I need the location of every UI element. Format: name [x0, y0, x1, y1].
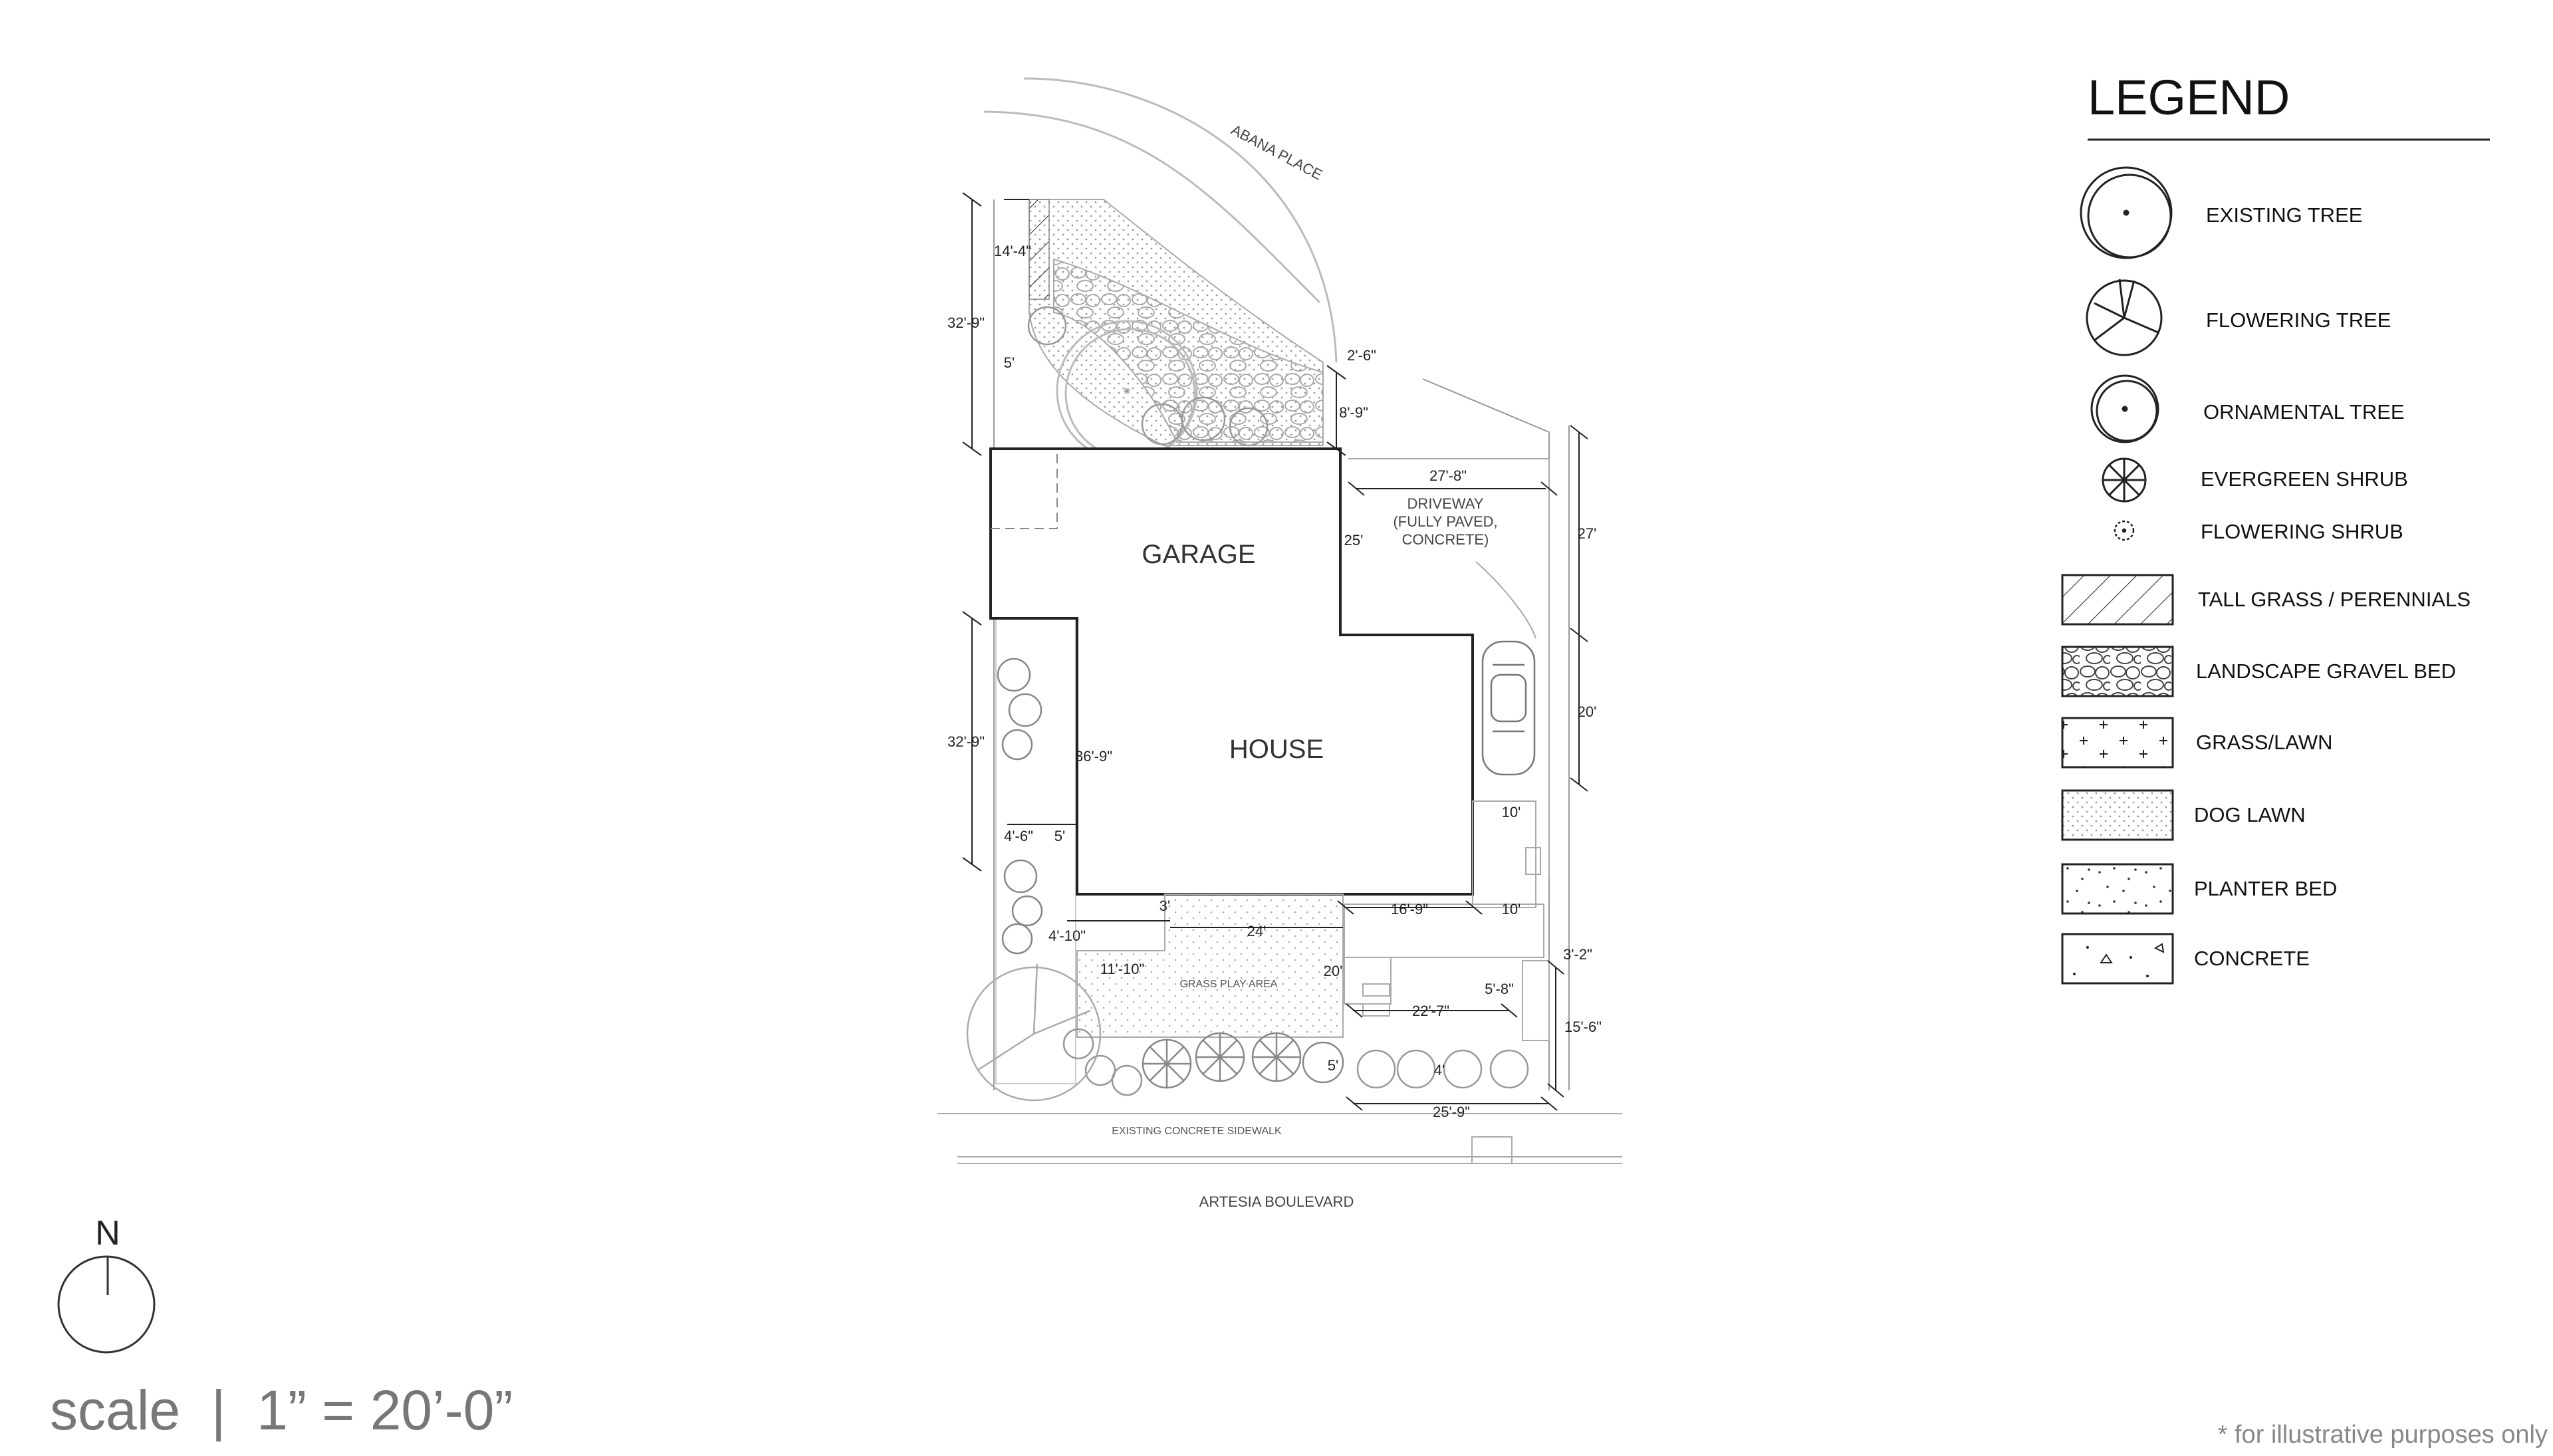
south-shrubs-evergreen	[1142, 1032, 1344, 1089]
flowering-shrub-icon	[2114, 520, 2135, 541]
garage-label: GARAGE	[1142, 540, 1255, 569]
legend-item-planter-bed: PLANTER BED	[2194, 877, 2337, 900]
dim-8-9: 8'-9"	[1339, 404, 1368, 421]
dim-15-6: 15'-6"	[1564, 1019, 1602, 1035]
dim-22-7: 22'-7"	[1412, 1003, 1449, 1019]
dim-20-right: 20'	[1578, 703, 1597, 720]
legend-item-gravel-bed: LANDSCAPE GRAVEL BED	[2196, 660, 2456, 683]
dim-3-small: 3'	[1159, 898, 1170, 914]
dim-25: 25'	[1344, 532, 1364, 548]
dim-4-10: 4'-10"	[1048, 927, 1086, 944]
dim-27-8: 27'-8"	[1429, 467, 1467, 484]
legend-item-flowering-shrub: FLOWERING SHRUB	[2201, 520, 2403, 543]
dim-10-a: 10'	[1502, 804, 1521, 820]
dim-16-9: 16'-9"	[1391, 901, 1428, 917]
west-shrubs	[997, 658, 1043, 955]
house-label: HOUSE	[1229, 735, 1324, 764]
dim-3-2: 3'-2"	[1563, 946, 1592, 963]
dim-32-9-top: 32'-9"	[947, 314, 985, 331]
concrete-swatch	[2061, 933, 2174, 985]
existing-tree-icon	[2080, 166, 2173, 259]
dim-32-9-mid: 32'-9"	[947, 733, 985, 750]
legend-item-ornamental-tree: ORNAMENTAL TREE	[2203, 400, 2405, 424]
shrubs-north	[1027, 306, 1269, 447]
ornamental-tree-icon	[2090, 374, 2159, 443]
grass-play-area	[1076, 894, 1344, 1038]
dim-27: 27'	[1578, 525, 1597, 542]
north-arrow: N	[57, 1214, 156, 1354]
dim-5-top: 5'	[1004, 354, 1015, 371]
dim-5-8: 5'-8"	[1485, 981, 1514, 997]
grass-play-label: GRASS PLAY AREA	[1179, 979, 1277, 990]
entry-walk	[1344, 800, 1550, 1164]
car-icon	[1481, 640, 1536, 776]
dim-10-b: 10'	[1502, 901, 1521, 917]
legend-item-existing-tree: EXISTING TREE	[2206, 203, 2362, 227]
dim-14-4: 14'-4"	[994, 243, 1031, 259]
west-side-yard	[995, 618, 1076, 1084]
disclaimer: * for illustrative purposes only	[2218, 1421, 2548, 1449]
driveway-label-line2: (FULLY PAVED,	[1393, 513, 1497, 530]
dim-25-9: 25'-9"	[1433, 1104, 1470, 1120]
legend-item-dog-lawn: DOG LAWN	[2194, 803, 2306, 826]
dim-36-9: 36'-9"	[1075, 748, 1112, 765]
garage-door-dashed	[991, 449, 1058, 529]
dim-20-play: 20'	[1324, 963, 1343, 979]
legend-title: LEGEND	[2088, 70, 2290, 125]
tall-grass-swatch	[2061, 574, 2174, 626]
dim-11-10: 11'-10"	[1100, 961, 1145, 977]
dim-5-bottom: 5'	[1328, 1057, 1338, 1074]
legend: LEGEND EXISTING TREE FLOWERING TREE ORNA…	[2061, 70, 2490, 985]
artesia-boulevard-label: ARTESIA BOULEVARD	[1199, 1193, 1354, 1210]
abana-place-label: ABANA PLACE	[1229, 121, 1326, 183]
north-arrow-circle	[57, 1255, 156, 1354]
south-shrubs-flowering	[1062, 1028, 1529, 1096]
sidewalk-label: EXISTING CONCRETE SIDEWALK	[1112, 1126, 1282, 1137]
flowering-tree-icon	[2086, 279, 2163, 356]
dimension-lines	[962, 192, 1588, 1111]
dim-2-6: 2'-6"	[1347, 347, 1376, 364]
evergreen-shrub-icon	[2102, 457, 2147, 503]
gravel-bed-swatch	[2061, 646, 2174, 697]
scale-label: scale | 1” = 20’-0”	[50, 1379, 513, 1441]
legend-item-flowering-tree: FLOWERING TREE	[2206, 308, 2391, 332]
flowering-tree-southwest	[966, 963, 1102, 1102]
legend-item-tall-grass: TALL GRASS / PERENNIALS	[2198, 588, 2471, 611]
dim-4-6: 4'-6"	[1004, 828, 1033, 844]
legend-item-concrete: CONCRETE	[2194, 947, 2310, 970]
grass-lawn-swatch	[2061, 717, 2174, 769]
driveway-area	[1348, 458, 1550, 878]
dog-lawn-swatch	[2061, 789, 2174, 841]
dim-24: 24'	[1247, 923, 1267, 939]
planter-bed-swatch	[2061, 863, 2174, 915]
legend-item-grass-lawn: GRASS/LAWN	[2196, 731, 2333, 754]
sidewalk	[937, 1113, 1622, 1164]
north-label: N	[95, 1214, 120, 1253]
tall-grass-strip	[1029, 199, 1050, 300]
abana-place-road	[983, 77, 1338, 363]
legend-item-evergreen-shrub: EVERGREEN SHRUB	[2201, 467, 2408, 491]
dim-5-mid: 5'	[1054, 828, 1065, 844]
gravel-bed-area	[1053, 258, 1324, 443]
driveway-label-line3: CONCRETE)	[1402, 531, 1489, 548]
dim-4-bottom: 4'	[1434, 1062, 1445, 1078]
driveway-label-line1: DRIVEWAY	[1407, 495, 1484, 512]
